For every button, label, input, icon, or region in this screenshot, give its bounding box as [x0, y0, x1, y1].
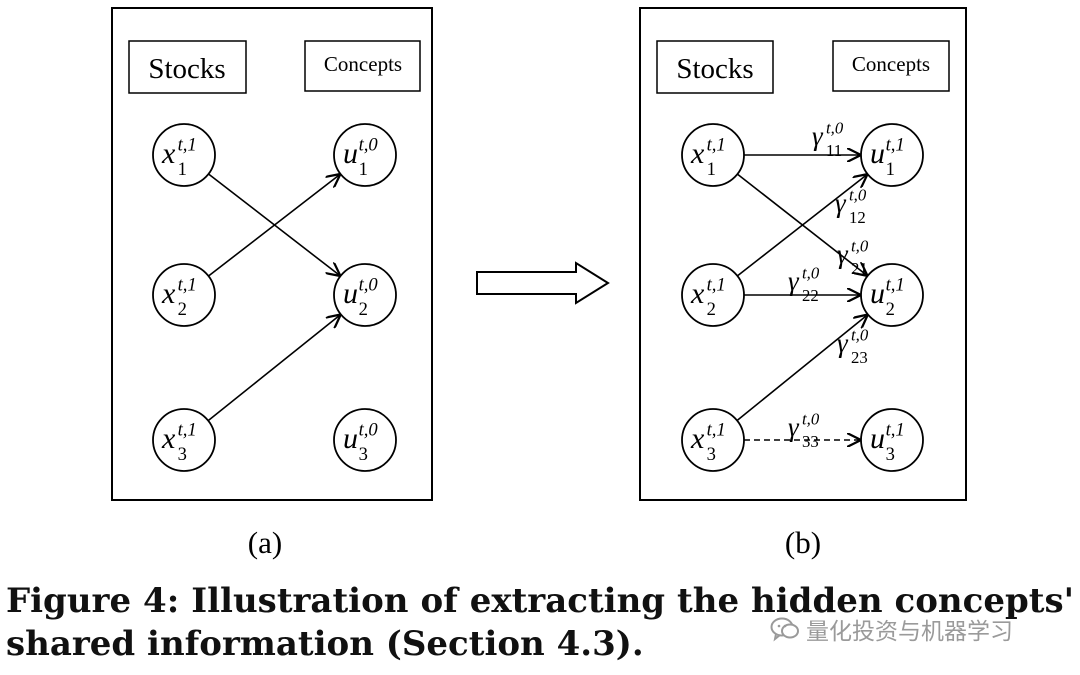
panel-a-edges [207, 174, 341, 422]
panel-b-concepts-box [832, 40, 950, 92]
panel-a-label: (a) [248, 525, 282, 560]
panel-b-edges [736, 155, 868, 440]
panel-a-frame [111, 7, 433, 501]
panel-a-edge-2-1 [208, 174, 341, 277]
panel-a-concepts-header: Concepts [324, 52, 402, 76]
panel-b-frame [639, 7, 967, 501]
panel-b-edge-3-2 [736, 315, 868, 422]
panel-a-edge-3-2 [207, 314, 341, 422]
panel-a-stocks-box [128, 40, 247, 94]
panel-a-stocks-header: Stocks [148, 53, 225, 85]
watermark: 量化投资与机器学习 [770, 612, 1013, 646]
panel-b-label: (b) [785, 525, 821, 560]
figure-caption: Figure 4: Illustration of extracting the… [6, 581, 1074, 664]
panel-b-stocks-box [656, 40, 774, 94]
right-hollow-arrow-icon [476, 261, 610, 305]
panel-b-concepts-header: Concepts [852, 52, 930, 76]
panel-b-stocks-header: Stocks [676, 53, 753, 85]
wechat-icon [770, 617, 799, 642]
panel-a-concepts-box [304, 40, 421, 92]
panel-b-edge-2-1 [736, 174, 867, 277]
watermark-text: 量化投资与机器学习 [806, 619, 1013, 645]
